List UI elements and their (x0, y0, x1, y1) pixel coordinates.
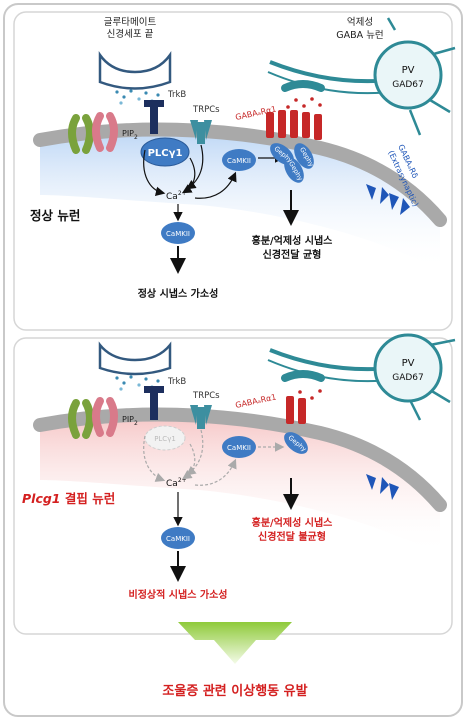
trpc-channel-deficient (190, 405, 212, 429)
pv-label: PV (402, 65, 415, 76)
postsynaptic-membrane (33, 122, 447, 227)
camkii-enzyme-lower-deficient (161, 527, 195, 549)
postsynaptic-cytoplasm-deficient (40, 414, 440, 555)
trpc-channel (190, 120, 212, 144)
gabaa-delta-receptors (366, 184, 410, 215)
calcium-label: Ca2+ (166, 190, 187, 202)
plcg1-label: PLCγ1 (148, 148, 183, 159)
signaling-arrows-deficient (143, 429, 299, 582)
imbalance-label-2: 신경전달 불균형 (258, 530, 326, 543)
trpcs-label: TRPCs (192, 105, 220, 115)
gephyrin-reduced (284, 432, 308, 454)
gabaa-alpha1-receptors (266, 110, 322, 140)
top-section: 글루타메이트 신경세포 끝 PV GAD67 억제성 GABA 뉴런 (30, 16, 456, 300)
pv-cell-body (373, 40, 443, 110)
trkb-receptor-deficient (144, 386, 164, 420)
camkii-enzyme-lower (161, 222, 195, 244)
outcome-section: 조울증 관련 이상행동 유발 (162, 622, 308, 699)
camkii-label-lower: CaMKII (166, 230, 190, 238)
postsynaptic-cytoplasm (40, 129, 440, 270)
gabaa-alpha1-receptor-reduced (286, 396, 306, 424)
inhibitory-label-1: 억제성 (347, 16, 373, 28)
plcg1-enzyme (140, 137, 190, 167)
gephyrin-cluster (270, 143, 314, 183)
trkb-label: TrkB (167, 90, 186, 100)
camkii-label-membrane-deficient: CaMKII (227, 444, 251, 452)
postsynaptic-membrane-deficient (33, 407, 447, 512)
glutamate-receptors-deficient (68, 397, 118, 439)
camkii-enzyme-membrane (222, 149, 256, 171)
normal-plasticity-label: 정상 시냅스 가소성 (138, 287, 219, 300)
signaling-arrows (143, 144, 299, 274)
glutamate-label-1: 글루타메이트 (104, 17, 157, 28)
gaba-axon-edge (267, 71, 393, 95)
pv-cell-body-deficient (373, 333, 443, 403)
trpcs-label-deficient: TRPCs (192, 391, 220, 401)
gad67-label-deficient: GAD67 (392, 373, 424, 383)
trkb-receptor (144, 100, 164, 134)
down-arrow (178, 622, 292, 664)
gaba-bouton (281, 80, 325, 92)
glutamate-terminal-deficient (98, 341, 172, 376)
inhibitory-label-2: GABA 뉴런 (336, 30, 383, 41)
pip2-label-deficient: PIP2 (122, 415, 138, 427)
camkii-label-membrane: CaMKII (227, 157, 251, 165)
gaba-bouton-deficient (281, 370, 325, 382)
bottom-section: PV GAD67 TrkB TRPCs PIP2 PLCγ1 (22, 333, 456, 601)
abnormal-plasticity-label: 비정상적 시냅스 가소성 (129, 588, 228, 601)
gaba-dots (286, 97, 322, 109)
normal-neuron-label: 정상 뉴런 (30, 208, 80, 223)
outcome-label: 조울증 관련 이상행동 유발 (162, 683, 307, 699)
imbalance-label-1: 흥분/억제성 시냅스 (252, 516, 333, 529)
glutamate-terminal (98, 51, 172, 90)
balance-label-2: 신경전달 균형 (263, 248, 322, 261)
calcium-label-deficient: Ca2+ (166, 477, 187, 489)
camkii-label-lower-deficient: CaMKII (166, 535, 190, 543)
glutamate-receptors (68, 112, 118, 154)
gabaa-delta-receptors-deficient (366, 474, 399, 500)
trkb-label-deficient: TrkB (167, 377, 186, 387)
camkii-enzyme-membrane-deficient (222, 436, 256, 458)
pip2-label: PIP2 (122, 129, 138, 141)
plcg1-absent-label: PLCγ1 (154, 435, 176, 443)
balance-label-1: 흥분/억제성 시냅스 (252, 234, 333, 247)
deficient-neuron-label: Plcg1 결핍 뉴런 (22, 491, 115, 506)
glutamate-label-2: 신경세포 끝 (107, 28, 154, 40)
gaba-dots-deficient (298, 389, 322, 400)
pv-label-deficient: PV (402, 358, 415, 369)
gad67-label: GAD67 (392, 80, 424, 90)
